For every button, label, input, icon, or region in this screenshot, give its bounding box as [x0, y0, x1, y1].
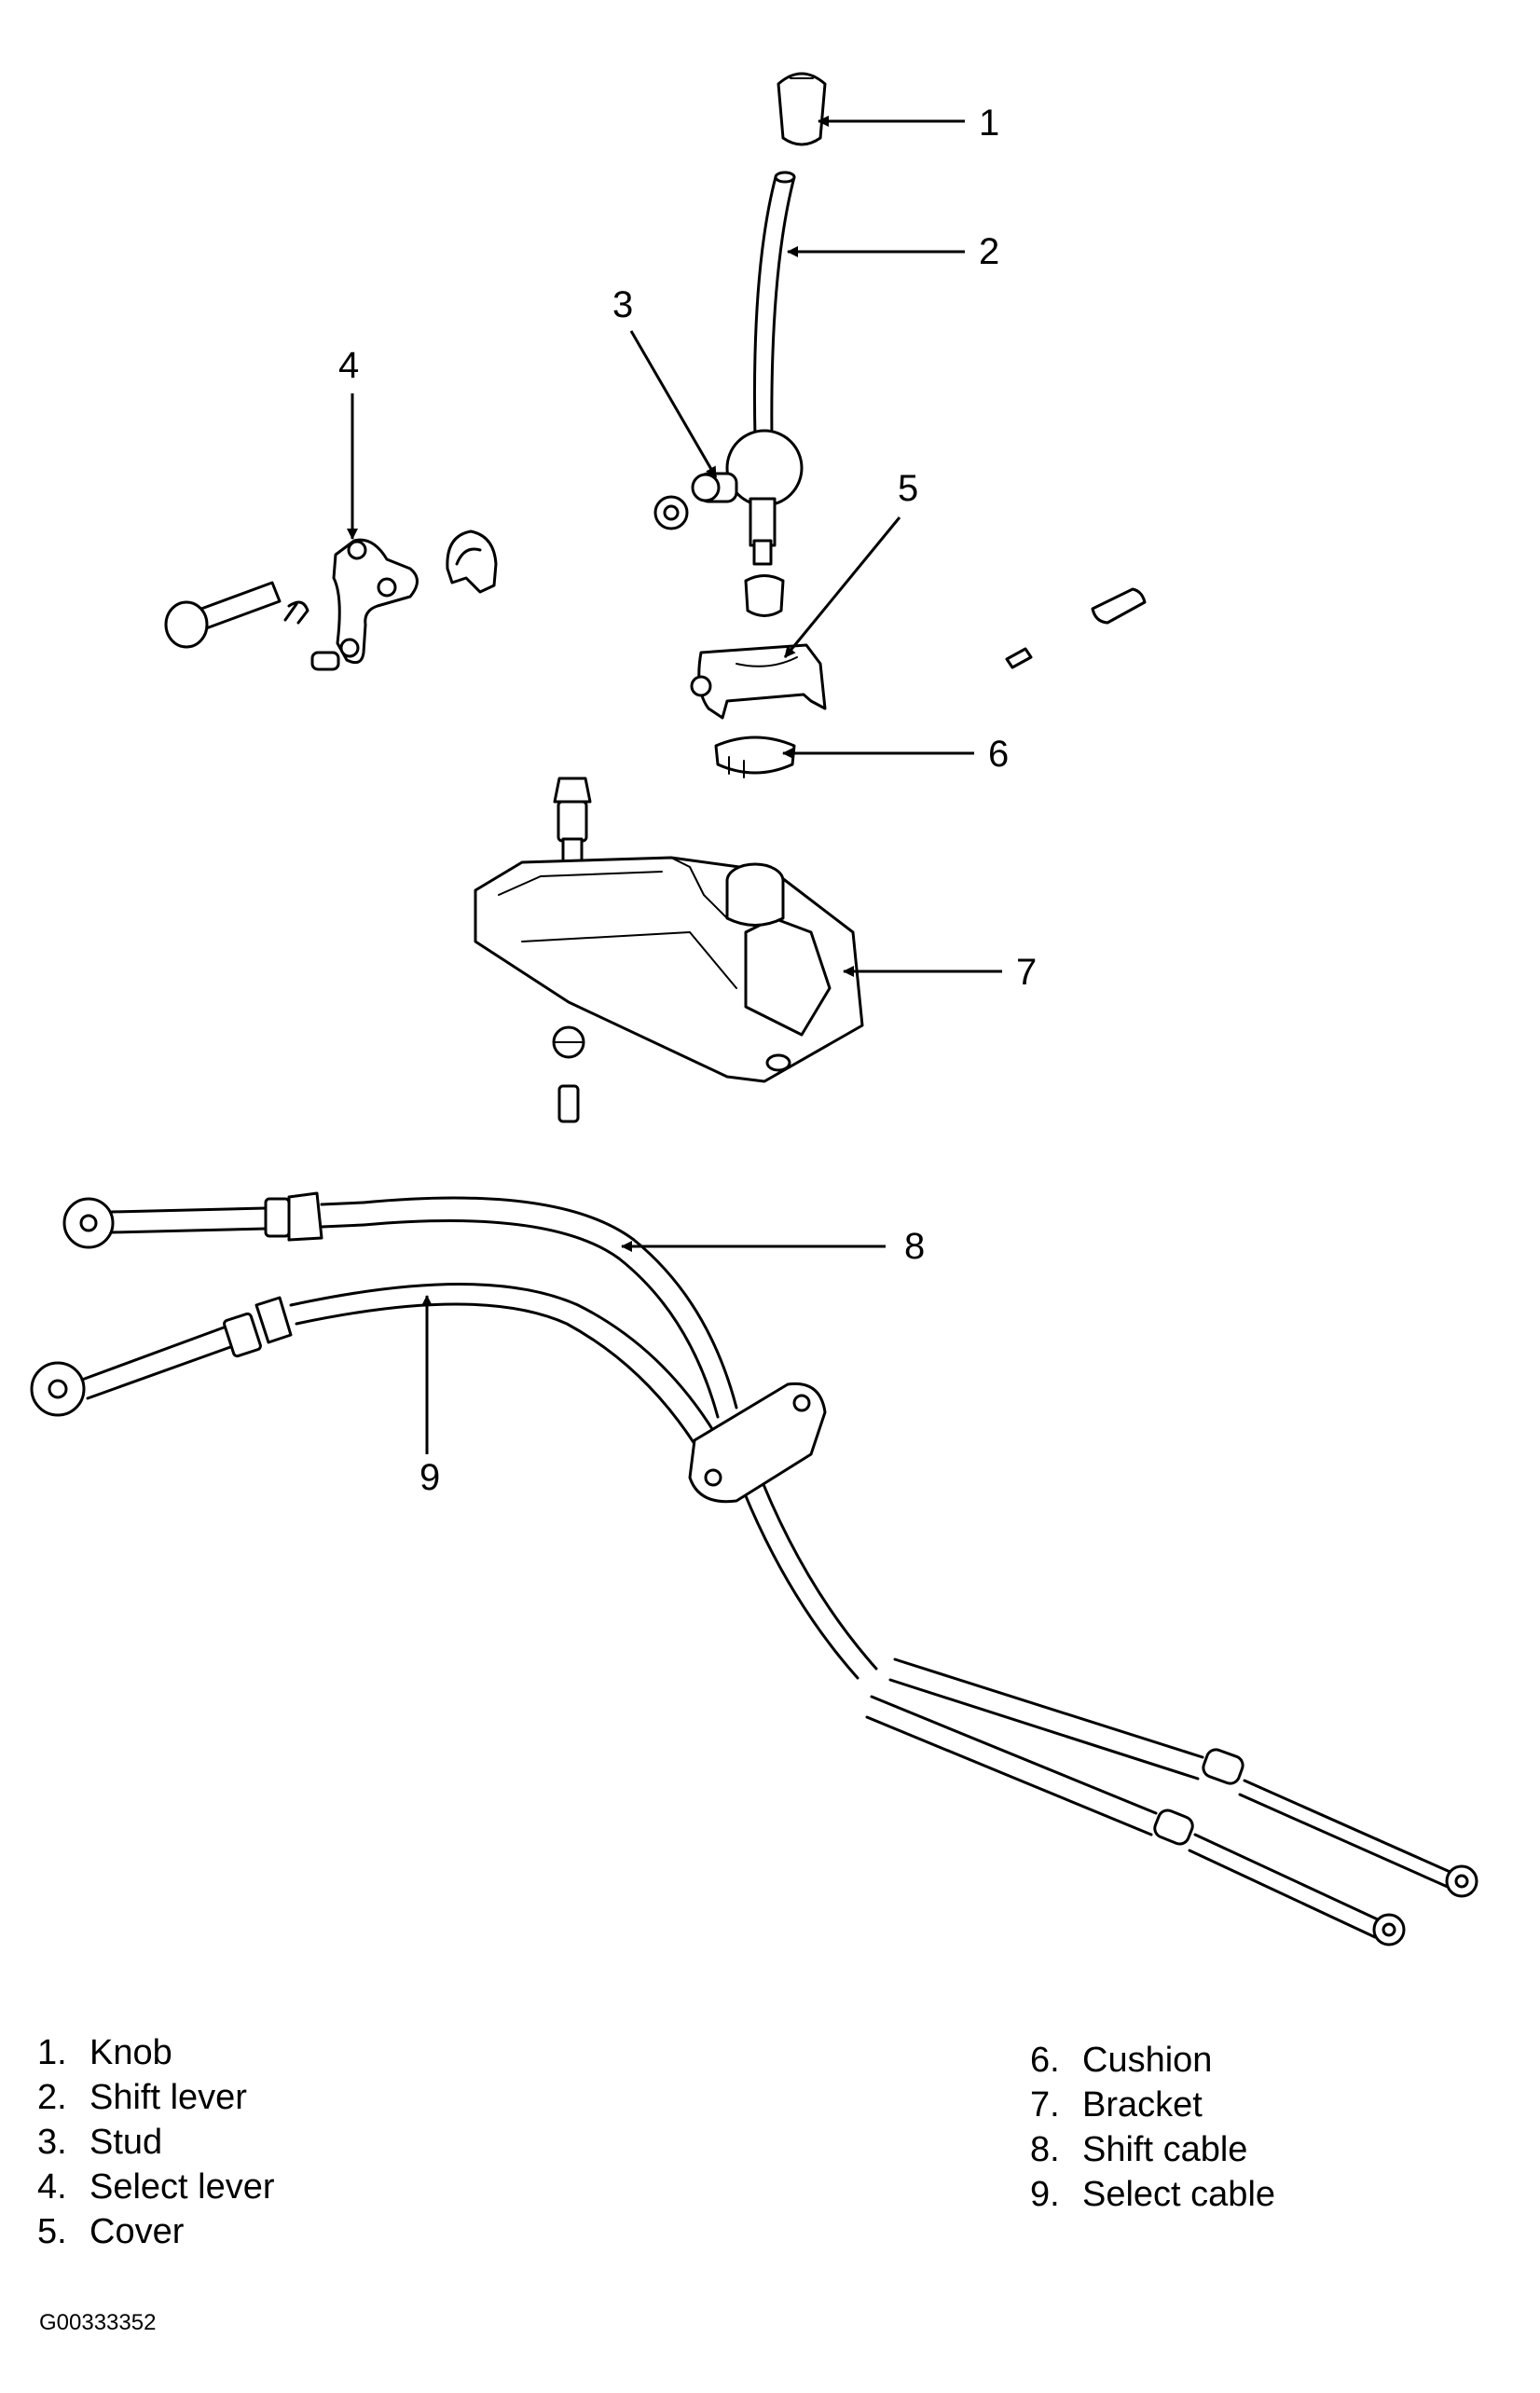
legend-right-column: 6. Cushion 7. Bracket 8. Shift cable 9. … — [1030, 2038, 1275, 2217]
cable-grommet — [688, 1382, 827, 1504]
select-lever-part — [164, 529, 498, 671]
legend-number: 1. — [37, 2033, 67, 2072]
legend-number: 5. — [37, 2212, 67, 2251]
legend-label: Cushion — [1082, 2041, 1213, 2080]
callout-5: 5 — [898, 468, 918, 509]
legend-label: Knob — [89, 2033, 172, 2072]
legend-item: 4. Select lever — [37, 2165, 275, 2209]
legend-label: Stud — [89, 2123, 163, 2162]
legend-item: 3. Stud — [37, 2120, 275, 2165]
legend-item: 9. Select cable — [1030, 2172, 1275, 2217]
figure-id: G00333352 — [39, 2310, 157, 2335]
callout-8: 8 — [904, 1226, 925, 1267]
shift-cable-part — [62, 1191, 1478, 1898]
legend-number: 3. — [37, 2123, 67, 2162]
callout-2: 2 — [979, 231, 999, 272]
shift-lever-part — [725, 171, 804, 566]
callout-9: 9 — [419, 1457, 440, 1498]
legend-label: Cover — [89, 2212, 185, 2251]
knob-part — [777, 72, 827, 146]
legend-number: 2. — [37, 2078, 67, 2117]
callout-6: 6 — [988, 734, 1009, 775]
legend-item: 7. Bracket — [1030, 2083, 1275, 2127]
callout-4: 4 — [338, 345, 359, 386]
side-pins — [1005, 587, 1147, 669]
legend-number: 6. — [1030, 2041, 1060, 2080]
legend-item: 2. Shift lever — [37, 2075, 275, 2120]
callout-7: 7 — [1016, 952, 1037, 993]
legend-number: 9. — [1030, 2175, 1060, 2214]
legend-number: 4. — [37, 2167, 67, 2207]
cushion-part — [714, 736, 796, 778]
legend-label: Shift cable — [1082, 2130, 1248, 2169]
bracket-part — [474, 777, 864, 1123]
legend-item: 8. Shift cable — [1030, 2127, 1275, 2172]
legend-label: Select lever — [89, 2167, 275, 2207]
leader-5 — [783, 516, 901, 658]
leader-3 — [629, 330, 718, 478]
legend-label: Select cable — [1082, 2175, 1276, 2214]
legend-number: 8. — [1030, 2130, 1060, 2169]
stud-part — [653, 472, 785, 617]
legend-item: 6. Cushion — [1030, 2038, 1275, 2083]
select-cable-part — [30, 1283, 1406, 1946]
legend-label: Bracket — [1082, 2085, 1203, 2125]
legend-left-column: 1. Knob 2. Shift lever 3. Stud 4. Select… — [37, 2030, 275, 2254]
callout-3: 3 — [612, 284, 633, 325]
legend-item: 5. Cover — [37, 2209, 275, 2254]
legend-label: Shift lever — [89, 2078, 247, 2117]
cover-part — [690, 643, 827, 720]
exploded-parts-diagram: 1 2 3 4 5 6 7 8 9 — [30, 72, 1478, 1946]
legend-number: 7. — [1030, 2085, 1060, 2125]
callout-1: 1 — [979, 103, 999, 144]
legend-item: 1. Knob — [37, 2030, 275, 2075]
